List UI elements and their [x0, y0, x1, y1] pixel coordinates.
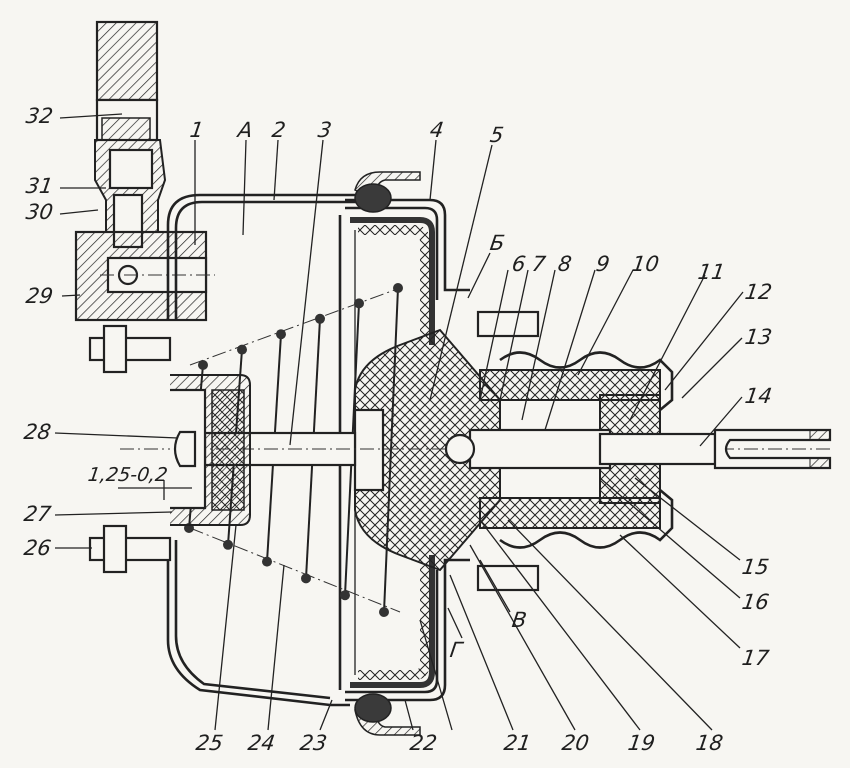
label-24: 24 — [246, 731, 277, 755]
label-13: 13 — [743, 325, 774, 349]
mounting-bolt-top — [88, 324, 172, 374]
label-11: 11 — [696, 260, 727, 284]
label-27: 27 — [22, 502, 53, 526]
label-10: 10 — [630, 252, 661, 276]
spring-coil-section — [262, 556, 272, 567]
label-14: 14 — [743, 384, 774, 408]
label-25: 25 — [194, 731, 225, 755]
zone-label-a: А — [236, 118, 255, 142]
rear-housing — [166, 193, 358, 707]
dimension-label: 1,25-0,2 — [86, 464, 170, 486]
label-15: 15 — [740, 555, 771, 579]
housing-seal-bottom — [354, 693, 421, 736]
zone-label-v: В — [510, 608, 529, 632]
housing-seal-top — [354, 171, 421, 213]
diaphragm — [338, 215, 435, 690]
label-19: 19 — [626, 731, 657, 755]
spring-coil-section — [301, 573, 311, 584]
check-valve-body — [94, 139, 167, 249]
label-17: 17 — [740, 646, 771, 670]
input-rod-clevis — [598, 428, 832, 470]
spring-coil-section — [237, 344, 247, 355]
label-12: 12 — [743, 280, 774, 304]
protective-boot — [499, 351, 674, 549]
label-30: 30 — [24, 200, 55, 224]
spring-coil-section — [223, 539, 233, 550]
spring-coil-section — [340, 590, 350, 601]
label-26: 26 — [22, 536, 53, 560]
vacuum-hose — [95, 20, 159, 142]
label-21: 21 — [502, 731, 533, 755]
piston-hub — [353, 328, 501, 572]
label-32: 32 — [24, 104, 55, 128]
valve-plunger — [444, 428, 612, 470]
mounting-stud-bottom — [476, 564, 540, 592]
mounting-bolt-bottom — [88, 524, 172, 574]
leader-lines — [54, 113, 744, 731]
label-18: 18 — [694, 731, 725, 755]
label-23: 23 — [298, 731, 329, 755]
label-20: 20 — [560, 731, 591, 755]
spring-coil-section — [379, 607, 389, 617]
spring-coil-section — [315, 313, 325, 324]
label-31: 31 — [24, 174, 55, 198]
label-22: 22 — [408, 731, 439, 755]
label-28: 28 — [22, 420, 53, 444]
spring-coil-section — [393, 283, 403, 293]
adjusting-bolt — [173, 430, 197, 468]
label-29: 29 — [24, 284, 55, 308]
label-16: 16 — [740, 590, 771, 614]
spring-coil-section — [354, 298, 364, 309]
spring-coil-section — [198, 360, 208, 370]
fitting-block — [74, 230, 215, 322]
mounting-stud-top — [476, 310, 540, 338]
zone-label-b: Б — [488, 231, 507, 255]
spring-coil-section — [276, 329, 286, 340]
